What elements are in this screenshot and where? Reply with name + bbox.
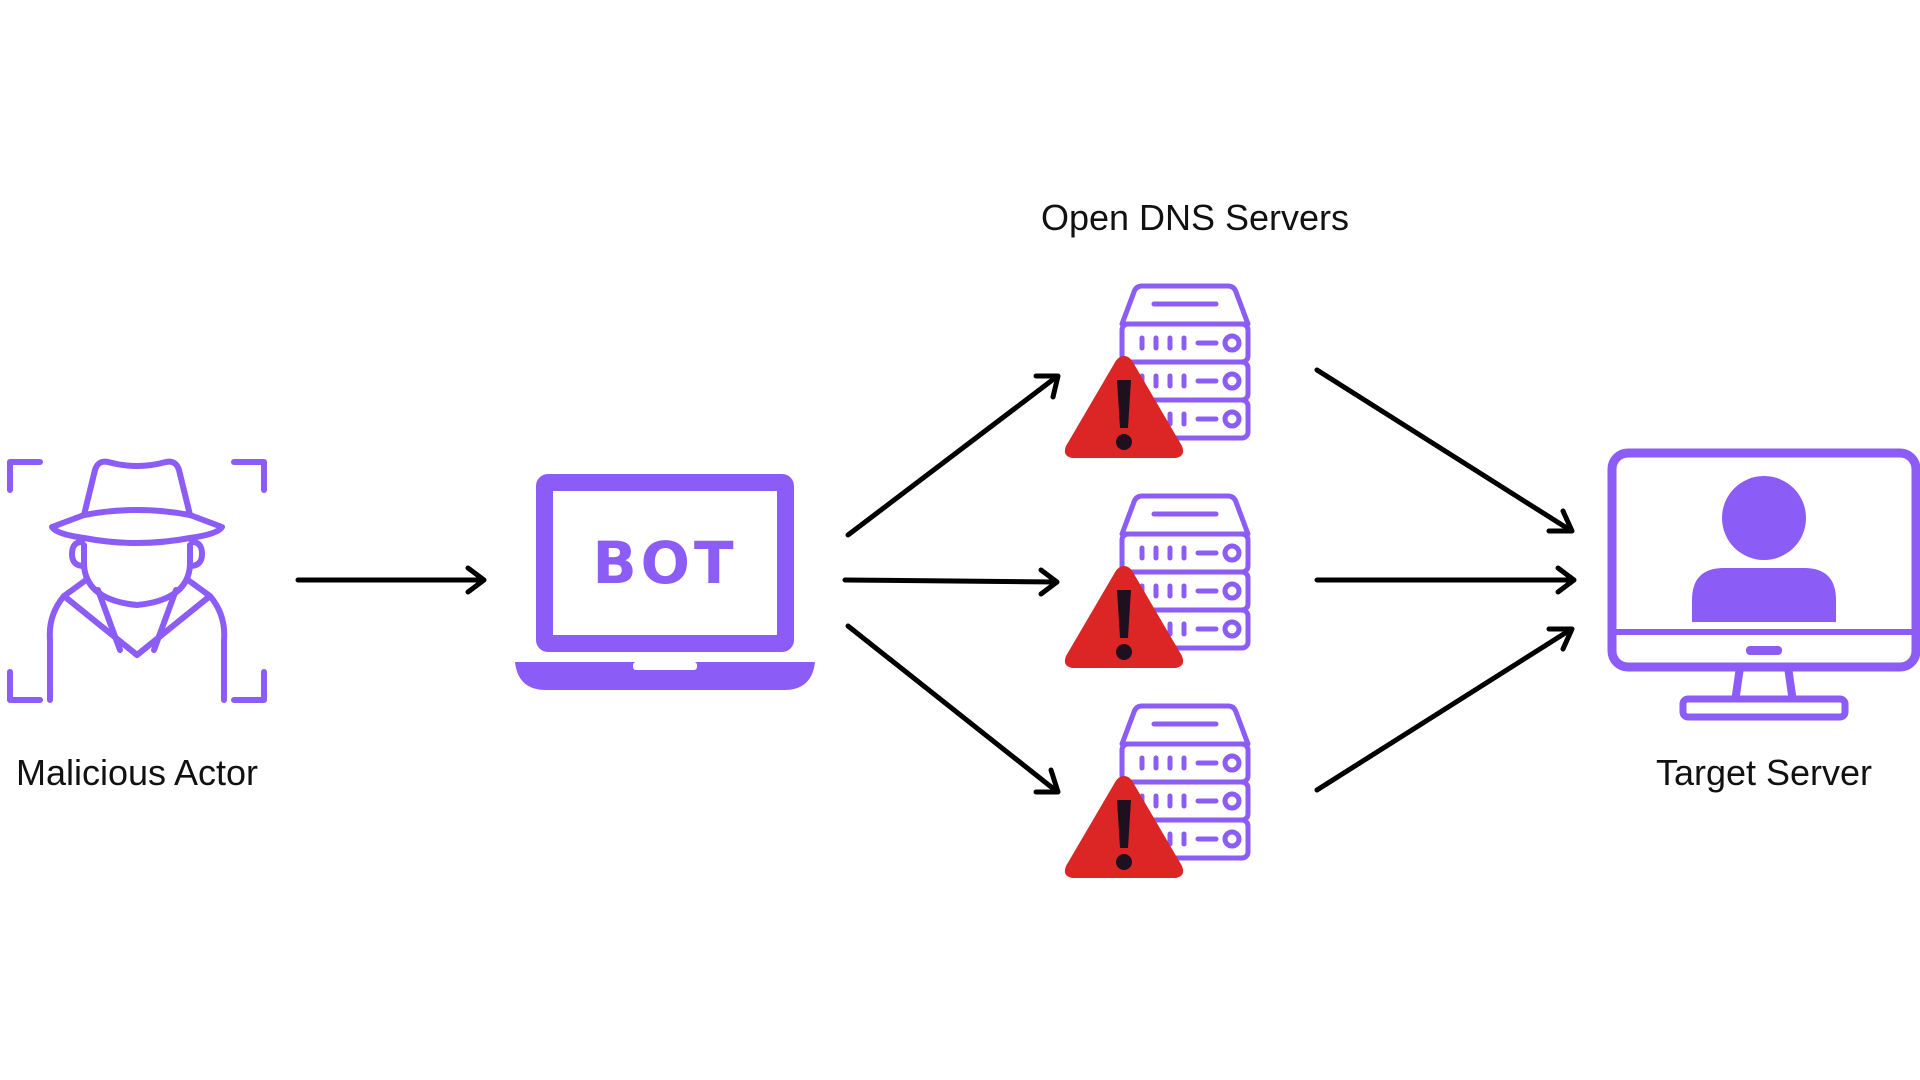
open-dns-servers-label: Open DNS Servers [1041,197,1349,238]
arrow-bot-to-dns-top [845,373,1061,538]
arrow-dns-top-to-target [1314,367,1575,534]
arrow-bot-to-dns-middle [842,567,1060,597]
spy-icon [7,458,267,703]
warning-triangle-icon [1064,776,1184,878]
warning-triangle-icon [1064,566,1184,668]
arrow-dns-middle-to-target [1314,565,1577,595]
arrow-dns-bottom-to-target [1314,626,1575,793]
laptop-icon [515,474,815,690]
malicious-actor-node: Malicious Actor [7,458,267,793]
warning-triangle-icon [1064,356,1184,458]
arrow-actor-to-bot [295,565,487,595]
target-server-label: Target Server [1656,752,1872,793]
monitor-user-icon [1607,448,1920,721]
dns-server-top [1064,286,1248,458]
malicious-actor-label: Malicious Actor [16,752,258,793]
dns-server-bottom [1064,706,1248,878]
dns-server-middle [1064,496,1248,668]
target-server-node: Target Server [1607,448,1920,793]
arrow-bot-to-dns-bottom [845,623,1061,795]
bot-label: BOT [592,529,737,597]
bot-laptop-node: BOT [515,474,815,690]
